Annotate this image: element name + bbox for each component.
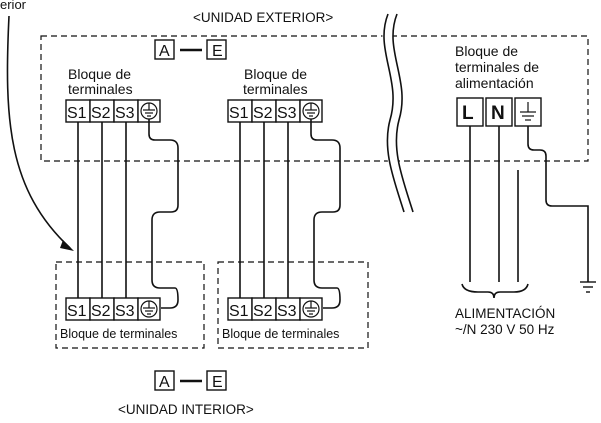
indoor-b-terminal-s2: S2 [253, 303, 273, 320]
wire-ground-a-end [161, 299, 179, 309]
power-block-label-1: Bloque de [455, 43, 518, 59]
outdoor-block-b-label-1: Bloque de [244, 66, 307, 82]
power-terminal-n: N [491, 103, 505, 124]
break-line-right [392, 13, 414, 213]
break-line-left [383, 13, 405, 213]
outdoor-range-from: A [159, 43, 170, 60]
power-block-label-2: terminales de [455, 59, 539, 75]
outdoor-block-b-label-2: terminales [243, 81, 308, 97]
indoor-a-terminal-s2: S2 [91, 303, 111, 320]
indoor-range-to-box [206, 370, 227, 391]
indoor-a-terminal-s3: S3 [115, 303, 135, 320]
leader-arrowhead [60, 240, 74, 251]
outdoor-range-to-box [206, 39, 227, 60]
ground-icon [580, 281, 596, 293]
outdoor-a-terminal-s1: S1 [67, 105, 87, 122]
indoor-range-from: A [159, 374, 170, 391]
leader-line [6, 15, 71, 249]
indoor-a-terminal-s1: S1 [67, 303, 87, 320]
indoor-unit-b-boundary [217, 261, 369, 349]
outdoor-block-a-label-2: terminales [68, 81, 133, 97]
break-gap [382, 12, 414, 214]
leader-label: erior [0, 0, 27, 12]
indoor-block-b-label: Bloque de terminales [222, 327, 339, 341]
outdoor-unit-boundary [40, 35, 589, 162]
power-supply-label-1: ALIMENTACIÓN [455, 306, 555, 321]
wire-ground-b-end [323, 299, 341, 309]
outdoor-range-from-box [154, 39, 175, 60]
indoor-range-from-box [154, 370, 175, 391]
earth-icon [140, 102, 158, 120]
outdoor-range-to: E [212, 43, 223, 60]
earth-icon [302, 102, 320, 120]
indoor-range-to: E [212, 374, 223, 391]
outdoor-a-terminal-s2: S2 [91, 105, 111, 122]
indoor-unit-title: <UNIDAD INTERIOR> [118, 402, 254, 417]
outdoor-b-terminal-s1: S1 [229, 105, 249, 122]
earth-icon [302, 300, 320, 318]
wire-ground-b [310, 119, 341, 301]
wire-pe [527, 126, 589, 282]
outdoor-b-terminal-s3: S3 [277, 105, 297, 122]
outdoor-b-terminal-s2: S2 [253, 105, 273, 122]
power-terminal-l: L [462, 103, 474, 124]
indoor-unit-a-boundary [55, 261, 205, 349]
outdoor-unit-title: <UNIDAD EXTERIOR> [193, 10, 333, 25]
outdoor-block-a-label-1: Bloque de [68, 66, 131, 82]
outdoor-a-terminal-s3: S3 [115, 105, 135, 122]
indoor-block-a-label: Bloque de terminales [60, 327, 177, 341]
power-block-label-3: alimentación [455, 75, 534, 91]
power-brace [461, 283, 529, 299]
power-supply-label-2: ~/N 230 V 50 Hz [455, 322, 555, 337]
earth-icon [140, 300, 158, 318]
indoor-b-terminal-s1: S1 [229, 303, 249, 320]
ground-icon [520, 102, 536, 121]
wire-ground-a [148, 119, 179, 301]
indoor-b-terminal-s3: S3 [277, 303, 297, 320]
